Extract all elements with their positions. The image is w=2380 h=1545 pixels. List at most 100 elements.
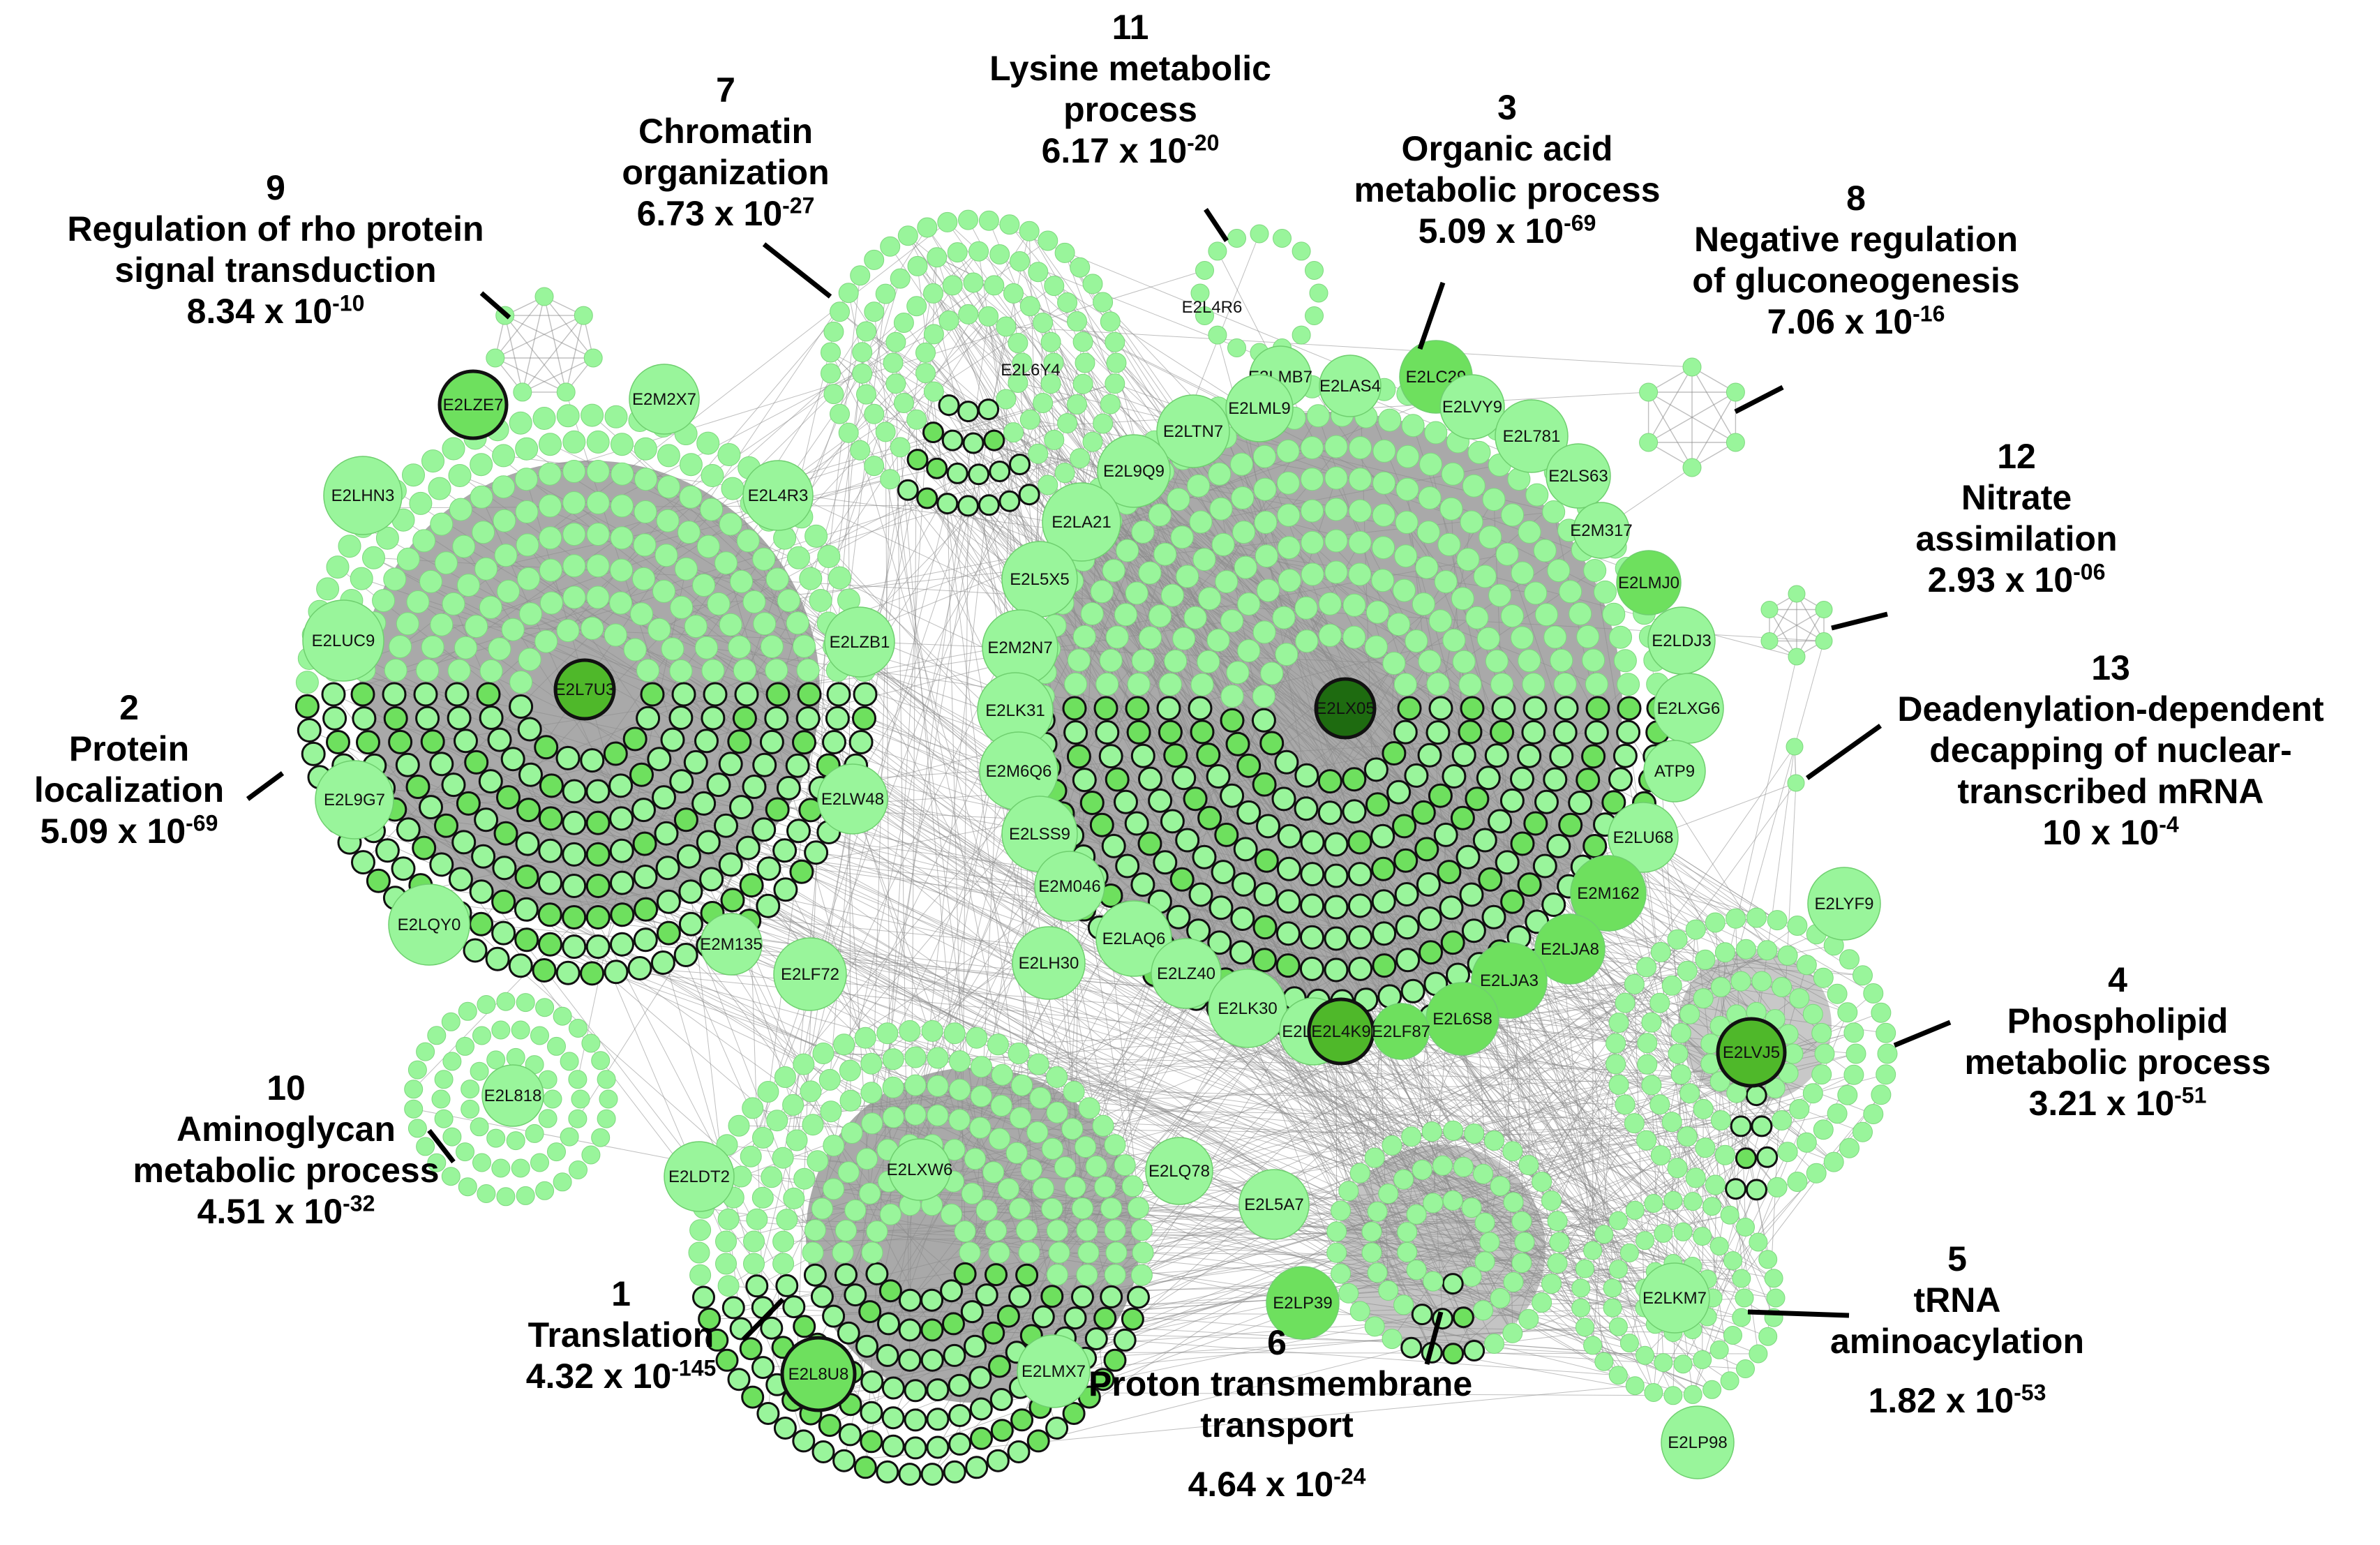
network-node xyxy=(543,1089,562,1109)
node-label: E2LZE7 xyxy=(443,396,504,415)
network-node xyxy=(538,462,562,486)
network-node xyxy=(1382,652,1406,675)
network-node xyxy=(1401,1126,1422,1147)
network-node xyxy=(597,1109,616,1128)
network-node xyxy=(650,950,675,975)
network-node xyxy=(1405,629,1428,653)
network-node xyxy=(654,821,679,846)
network-node xyxy=(904,1074,927,1096)
network-node xyxy=(1524,581,1548,605)
network-node xyxy=(820,1100,842,1123)
hub-node xyxy=(1156,394,1230,468)
network-node xyxy=(733,659,756,682)
network-node xyxy=(804,840,829,865)
network-node xyxy=(854,1027,876,1049)
network-edge xyxy=(403,519,1472,1209)
network-node xyxy=(948,1373,971,1397)
network-node xyxy=(1220,609,1244,633)
network-node xyxy=(1342,593,1366,617)
network-node xyxy=(562,842,587,867)
network-node xyxy=(1040,373,1061,394)
module-term: metabolic process xyxy=(1964,1043,2271,1082)
network-node xyxy=(922,421,944,444)
network-node xyxy=(920,1463,944,1486)
hub-node xyxy=(888,1138,951,1201)
network-node xyxy=(420,729,445,754)
network-node xyxy=(1568,791,1593,815)
node-label: E2LS63 xyxy=(1548,467,1608,486)
network-node xyxy=(447,706,472,731)
network-node xyxy=(989,244,1010,264)
network-node xyxy=(1796,955,1817,976)
leader-line xyxy=(1204,208,1229,242)
network-node xyxy=(478,769,503,794)
network-node xyxy=(1679,1003,1700,1024)
network-node xyxy=(1071,1285,1094,1308)
module-term: Proton transmembrane xyxy=(1088,1364,1473,1403)
network-node xyxy=(1348,562,1372,586)
network-node xyxy=(1324,832,1349,857)
network-node xyxy=(1451,587,1474,611)
hub-node xyxy=(1573,502,1630,559)
module-number: 8 xyxy=(1846,179,1866,218)
network-node xyxy=(1453,1156,1474,1177)
network-node xyxy=(1393,673,1417,696)
network-node xyxy=(856,1148,878,1170)
network-node xyxy=(898,1288,922,1312)
network-node xyxy=(1324,926,1349,951)
network-node xyxy=(514,865,539,889)
network-node xyxy=(583,348,603,368)
network-node xyxy=(990,1095,1012,1117)
network-node xyxy=(472,521,495,544)
network-node xyxy=(1370,823,1395,849)
network-node xyxy=(822,1304,846,1328)
network-node xyxy=(562,554,586,578)
network-node xyxy=(746,1208,768,1230)
network-node xyxy=(1549,1232,1570,1253)
network-node xyxy=(1693,1350,1712,1369)
module-pvalue: 1.82 x 10-53 xyxy=(1868,1380,2046,1420)
network-node xyxy=(560,1052,579,1071)
network-node xyxy=(1099,648,1123,672)
network-node xyxy=(1760,632,1779,650)
hub-node xyxy=(1616,550,1682,615)
network-node xyxy=(968,241,989,262)
network-node xyxy=(1121,1307,1144,1331)
network-node xyxy=(1813,967,1834,988)
network-node xyxy=(1054,242,1075,263)
network-node xyxy=(1625,1376,1645,1396)
module-term: transcribed mRNA xyxy=(1957,772,2264,811)
network-node xyxy=(1484,1334,1504,1354)
network-node xyxy=(765,659,788,682)
network-node xyxy=(532,407,556,430)
network-node xyxy=(322,706,347,731)
module-number: 12 xyxy=(1997,437,2036,476)
network-node xyxy=(683,749,708,775)
network-node xyxy=(1372,471,1396,495)
network-node xyxy=(1479,1232,1500,1253)
network-node xyxy=(1606,1033,1626,1054)
network-node xyxy=(752,1126,774,1149)
network-node xyxy=(1547,559,1571,583)
network-node xyxy=(1412,592,1435,616)
node-label: E2LZ40 xyxy=(1157,964,1215,983)
network-node xyxy=(822,730,846,754)
network-node xyxy=(947,242,968,263)
network-node xyxy=(1511,1253,1532,1274)
node-label: E2LQY0 xyxy=(398,916,461,934)
network-node xyxy=(580,961,605,986)
network-node xyxy=(1767,910,1788,931)
node-label: E2M046 xyxy=(1038,877,1100,896)
network-node xyxy=(906,296,927,317)
network-node xyxy=(879,1203,901,1225)
network-node xyxy=(1190,719,1215,745)
network-node xyxy=(1082,274,1103,294)
hub-node xyxy=(1807,867,1881,941)
network-node xyxy=(838,422,859,443)
network-node xyxy=(832,1449,856,1472)
network-node xyxy=(917,217,938,238)
node-label: E2LK30 xyxy=(1218,999,1277,1018)
network-node xyxy=(1582,648,1606,672)
node-label: E2L5A7 xyxy=(1244,1195,1303,1214)
